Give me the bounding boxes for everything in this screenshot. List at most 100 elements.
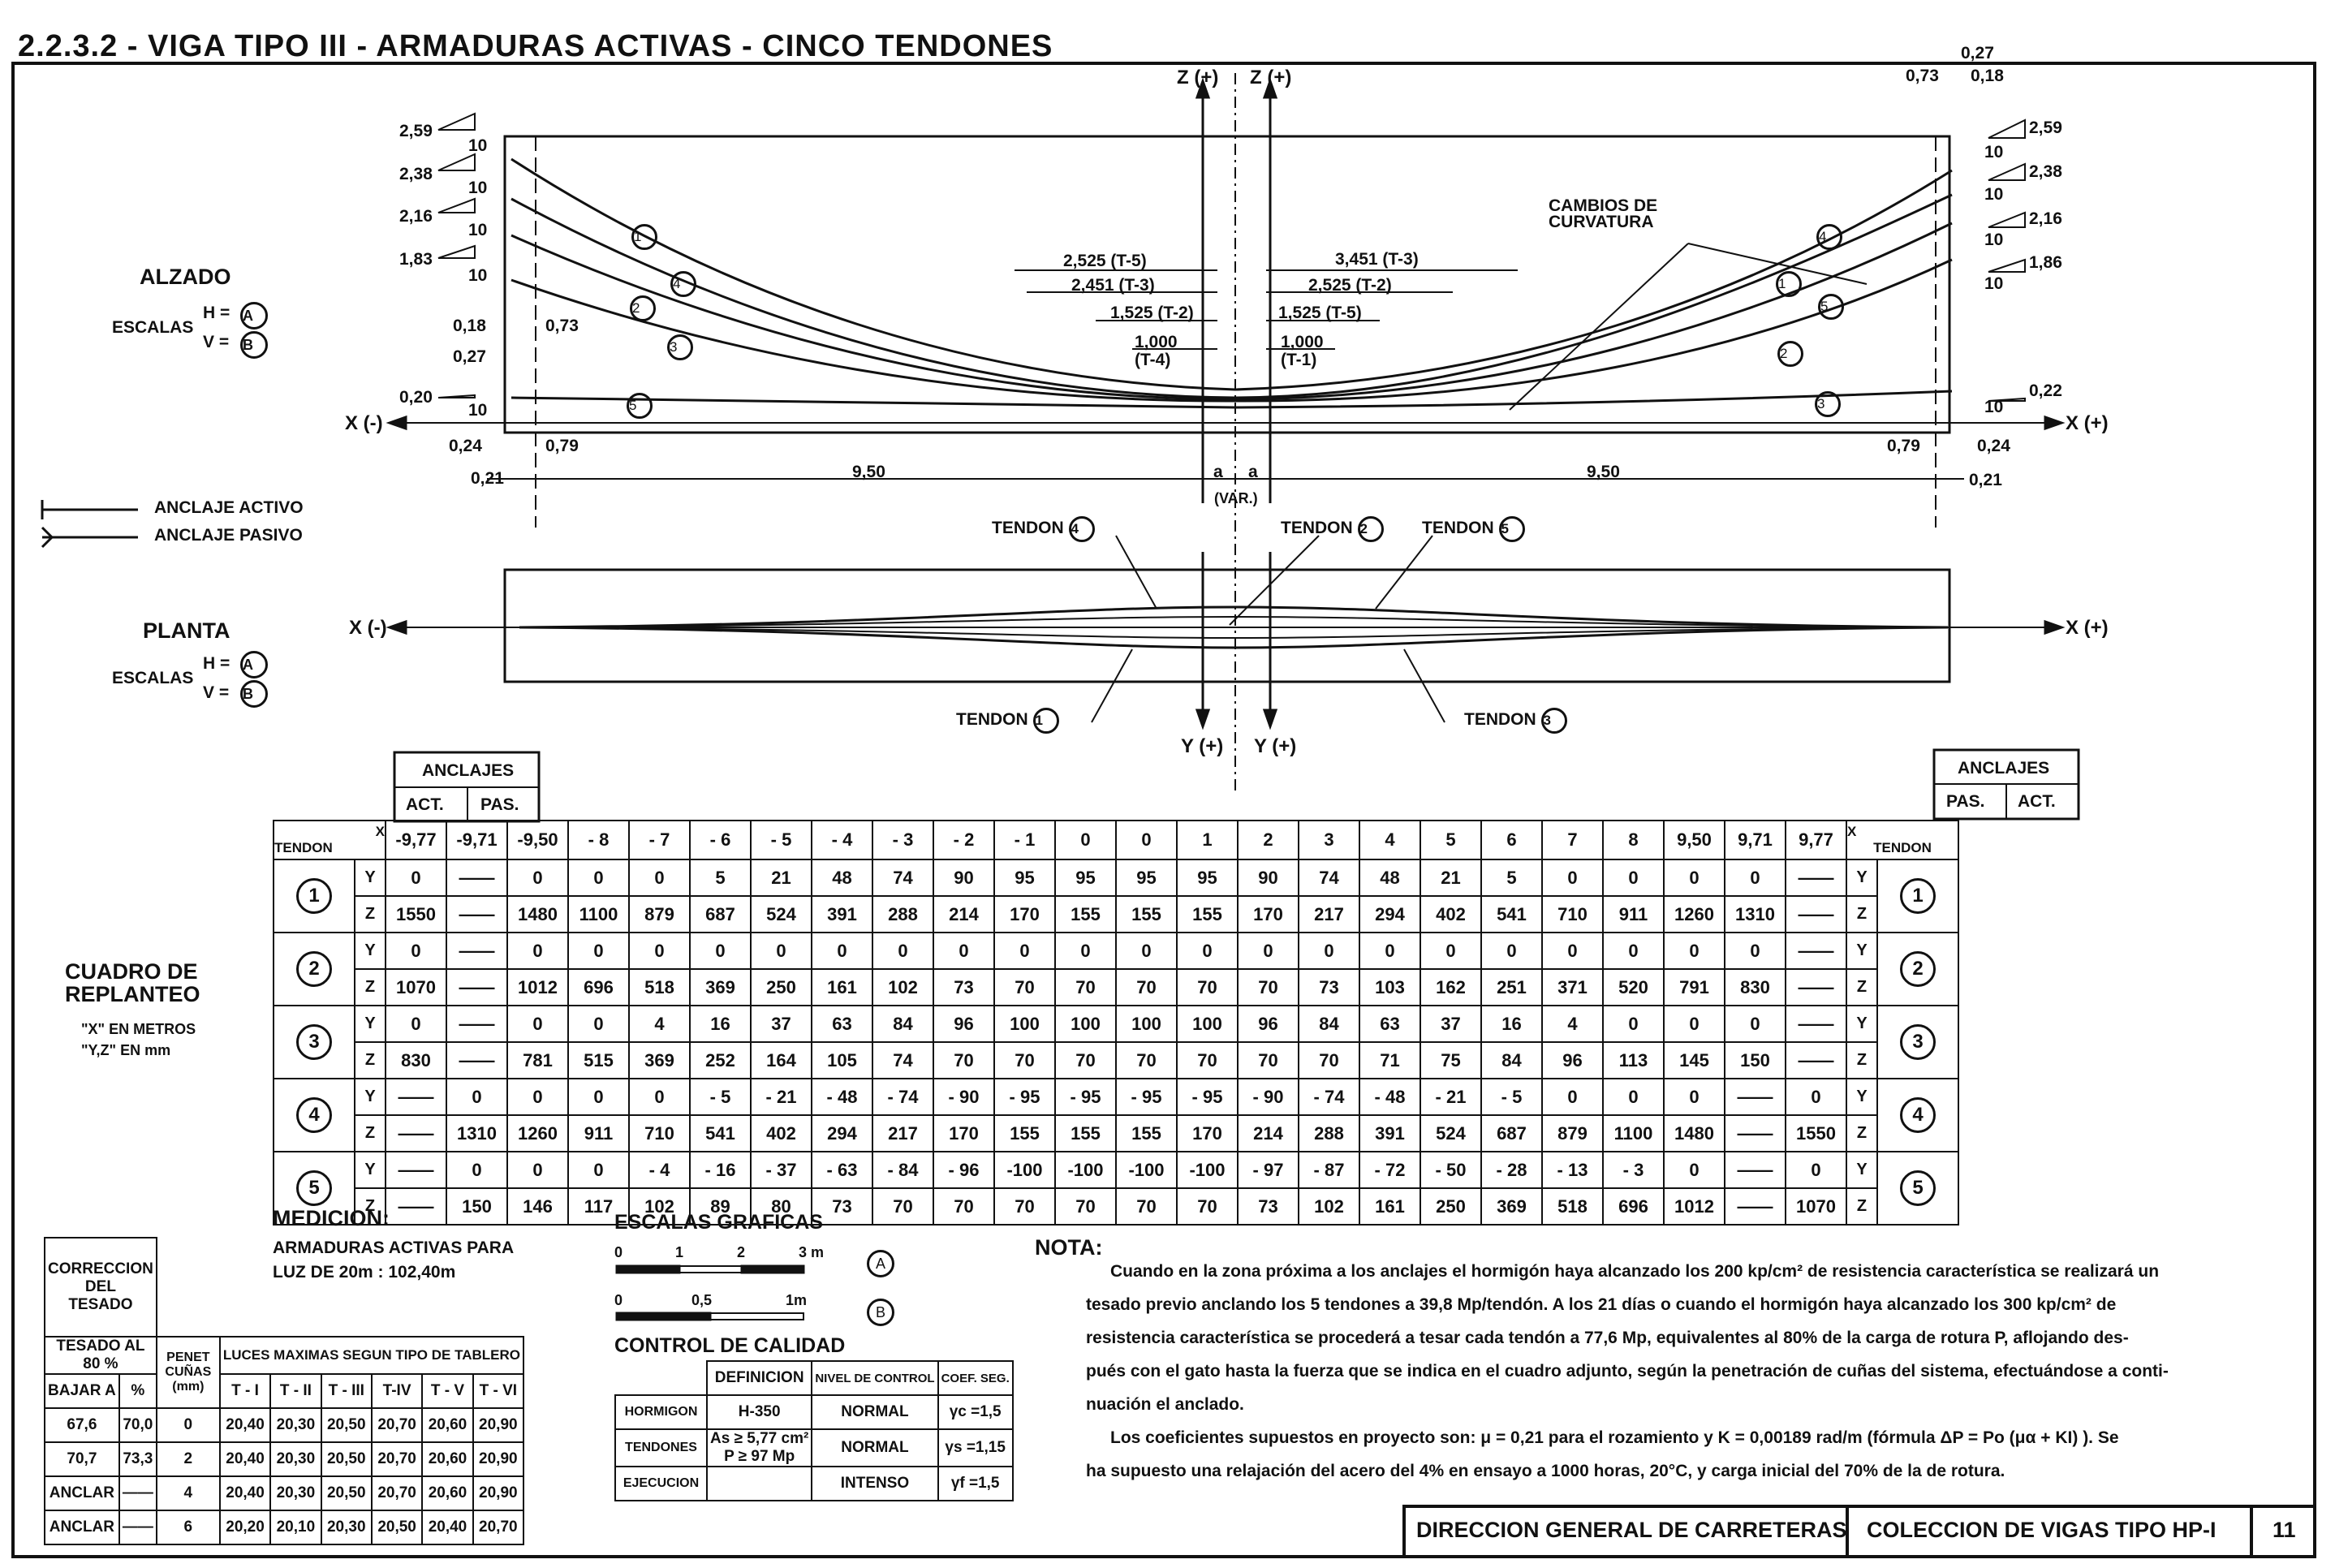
cell-t4-z-12: 155 <box>1115 1114 1178 1152</box>
tendon-number-cell-right: 2 <box>1876 932 1959 1006</box>
cell-t3-z-13: 70 <box>1176 1041 1239 1079</box>
cell-t3-y-20: 0 <box>1602 1005 1665 1043</box>
x-station-4: - 7 <box>628 820 691 860</box>
coord-label-y: Y <box>354 932 386 970</box>
planta-tendon-5-label: TENDON 5 <box>1422 516 1525 542</box>
cell-t1-z-15: 217 <box>1298 895 1360 933</box>
anclajes-act-right: ACT. <box>2018 792 2056 811</box>
cell-t2-y-0: 0 <box>385 932 447 970</box>
title-block <box>1402 1505 2316 1558</box>
cell-t2-y-15: 0 <box>1298 932 1360 970</box>
cell-t2-y-8: 0 <box>872 932 934 970</box>
dim-950-right: 9,50 <box>1587 463 1620 481</box>
penet-cell: 2 <box>155 1441 221 1477</box>
cell-t5-y-2: 0 <box>506 1151 569 1189</box>
luz-cell-4: 20,60 <box>421 1441 474 1477</box>
x-station-3: - 8 <box>567 820 630 860</box>
cell-t3-y-5: 16 <box>689 1005 752 1043</box>
right-slope-1-run: 10 <box>1984 143 2004 162</box>
cell-t2-z-4: 518 <box>628 968 691 1006</box>
cell-t2-y-14: 0 <box>1237 932 1299 970</box>
cell-t4-z-10: 155 <box>993 1114 1056 1152</box>
cell-t4-z-7: 294 <box>811 1114 873 1152</box>
control-h-coef: COEF. SEG. <box>937 1360 1014 1396</box>
cell-t2-y-23: —— <box>1785 932 1847 970</box>
tendon-2-marker-right: 2 <box>1777 341 1803 367</box>
cell-t2-z-23: —— <box>1785 968 1847 1006</box>
x-station-20: 8 <box>1602 820 1665 860</box>
luz-cell-3: 20,70 <box>370 1441 424 1477</box>
control-row-name: TENDONES <box>614 1428 708 1467</box>
cell-t3-y-11: 100 <box>1054 1005 1117 1043</box>
right-slope-2-rise: 2,38 <box>2029 162 2062 181</box>
cell-t2-z-20: 520 <box>1602 968 1665 1006</box>
cell-t4-z-23: 1550 <box>1785 1114 1847 1152</box>
cell-t1-y-0: 0 <box>385 859 447 897</box>
control-h-nivel: NIVEL DE CONTROL <box>811 1360 939 1396</box>
dim-a-left: a <box>1213 463 1223 481</box>
cell-t5-z-12: 70 <box>1115 1187 1178 1226</box>
cell-t5-y-10: -100 <box>993 1151 1056 1189</box>
cell-t2-z-7: 161 <box>811 968 873 1006</box>
scale-a-icon: A <box>240 302 268 330</box>
cell-t2-y-6: 0 <box>750 932 812 970</box>
cell-t2-y-9: 0 <box>933 932 995 970</box>
cell-t3-z-22: 150 <box>1724 1041 1786 1079</box>
cell-t5-y-22: —— <box>1724 1151 1786 1189</box>
cell-t4-y-17: - 21 <box>1420 1078 1482 1116</box>
planta-scale-b-icon: B <box>240 680 268 708</box>
luz-cell-5: 20,90 <box>472 1407 525 1443</box>
luz-cell-0: 20,40 <box>218 1441 272 1477</box>
dim-018: 0,18 <box>453 317 486 335</box>
cell-t1-y-23: —— <box>1785 859 1847 897</box>
tendon-3-marker-right: 3 <box>1815 391 1841 417</box>
tablero-type-1: T - II <box>269 1373 322 1409</box>
cell-t5-z-6: 80 <box>750 1187 812 1226</box>
nota-line-1: tesado previo anclando los 5 tendones a … <box>1086 1295 2117 1314</box>
x-station-8: - 3 <box>872 820 934 860</box>
planta-v: V = <box>203 683 230 702</box>
cell-t1-z-16: 294 <box>1359 895 1421 933</box>
escalas-b-icon: B <box>867 1299 894 1326</box>
cell-t4-z-22: —— <box>1724 1114 1786 1152</box>
scale-a-tick-0: 0 <box>614 1244 623 1260</box>
tendon-number-cell: 5 <box>273 1151 355 1226</box>
cell-t5-y-3: 0 <box>567 1151 630 1189</box>
cell-t3-y-12: 100 <box>1115 1005 1178 1043</box>
cell-t4-z-21: 1480 <box>1663 1114 1725 1152</box>
cell-t4-y-23: 0 <box>1785 1078 1847 1116</box>
cell-t4-z-11: 155 <box>1054 1114 1117 1152</box>
control-row-name: HORMIGON <box>614 1394 708 1430</box>
cell-t3-z-11: 70 <box>1054 1041 1117 1079</box>
cell-t1-y-17: 21 <box>1420 859 1482 897</box>
x-station-23: 9,77 <box>1785 820 1847 860</box>
cell-t2-z-15: 73 <box>1298 968 1360 1006</box>
tablero-type-3: T-IV <box>370 1373 424 1409</box>
cell-t2-y-18: 0 <box>1480 932 1543 970</box>
control-row-name: EJECUCION <box>614 1466 708 1501</box>
tendon-number-cell: 4 <box>273 1078 355 1152</box>
tesado-label: TESADO AL <box>56 1338 145 1355</box>
control-row-def <box>707 1466 813 1501</box>
cell-t1-y-20: 0 <box>1602 859 1665 897</box>
planta-h: H = <box>203 654 230 673</box>
tendon-number-cell-right: 3 <box>1876 1005 1959 1079</box>
cell-t2-y-20: 0 <box>1602 932 1665 970</box>
cell-t1-z-3: 1100 <box>567 895 630 933</box>
coord-label-z: Z <box>354 1041 386 1079</box>
tendon-4-badge-right: 4 <box>1900 1097 1936 1133</box>
cell-t4-z-6: 402 <box>750 1114 812 1152</box>
luz-cell-1: 20,30 <box>269 1441 322 1477</box>
nota-line-3: pués con el gato hasta la fuerza que se … <box>1086 1362 2169 1381</box>
x-station-14: 2 <box>1237 820 1299 860</box>
tendon-5-badge-right: 5 <box>1900 1170 1936 1206</box>
cell-t1-y-8: 74 <box>872 859 934 897</box>
